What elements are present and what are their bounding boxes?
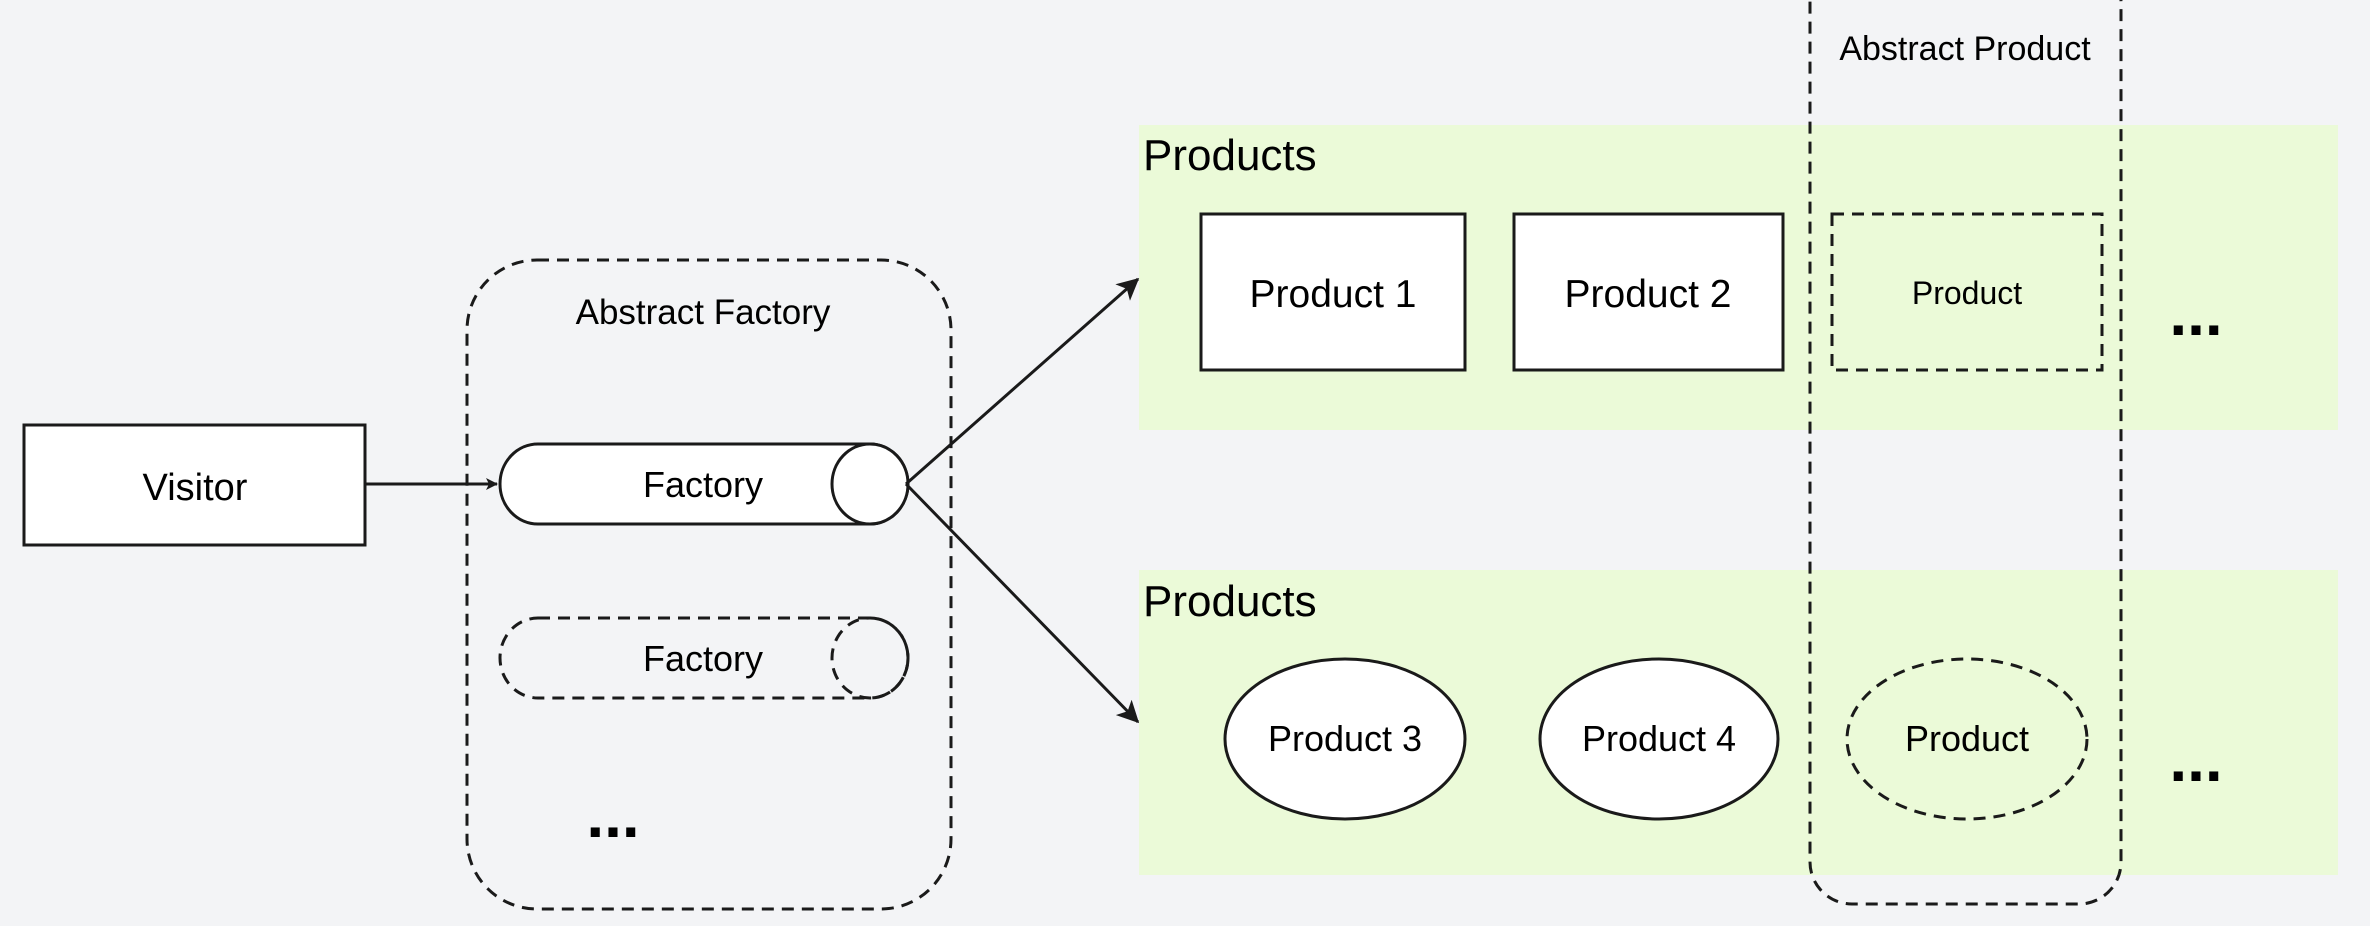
product-2-box [1512,212,1785,372]
visitor-label: Visitor [143,467,248,509]
abstract-factory-label: Abstract Factory [576,293,831,332]
abstract-product-label: Abstract Product [1839,30,2091,68]
products-group-2-more: ... [2169,723,2222,795]
product-1-label: Product 1 [1250,273,1417,316]
products-group-1-more: ... [2169,277,2222,349]
abstract-product-container [1808,0,2123,906]
factory-to-products-1-arrow [905,277,1140,486]
products-group-2-title: Products [1143,577,1317,626]
factory-label: Factory [643,464,763,505]
products-group-1-title: Products [1143,131,1317,180]
product-3-ellipse [1223,657,1467,821]
product-placeholder-label-2: Product [1905,718,2029,759]
product-placeholder-box-1 [1830,212,2104,372]
abstract-factory-container [465,258,953,911]
factory-to-products-2-arrow [904,482,1140,724]
factory-cylinder [498,442,910,526]
product-placeholder-ellipse-2 [1845,657,2089,821]
factory-more-ellipsis: ... [586,779,639,851]
factory-placeholder-label: Factory [643,638,763,679]
product-3-label: Product 3 [1268,718,1422,759]
product-1-box [1199,212,1467,372]
product-2-label: Product 2 [1565,273,1732,316]
product-placeholder-label-1: Product [1912,275,2022,311]
product-4-label: Product 4 [1582,718,1736,759]
product-4-ellipse [1538,657,1780,821]
factory-placeholder-cylinder [498,616,910,700]
